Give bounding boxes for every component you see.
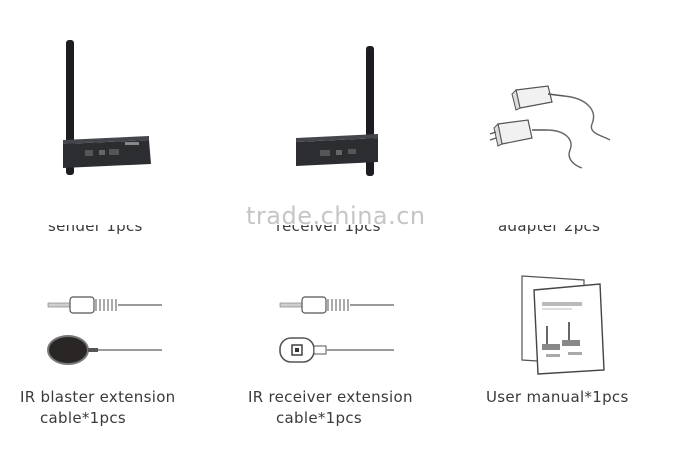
- ir-receiver-cable-image: [279, 296, 394, 363]
- adapter-caption-text: adapter 2pcs: [498, 225, 601, 235]
- adapter-image: [489, 85, 611, 169]
- sender-device-image: [63, 40, 151, 175]
- ir-blaster-cable-image: [47, 296, 162, 365]
- user-manual-image: [521, 275, 605, 375]
- sender-caption: sender 1pcs: [48, 225, 158, 236]
- manual-caption: User manual*1pcs: [486, 388, 629, 406]
- watermark: trade.china.cn: [246, 202, 426, 230]
- ir-receiver-caption-line1: IR receiver extension: [248, 388, 413, 406]
- receiver-caption-text: receiver 1pcs: [276, 225, 381, 235]
- receiver-device-image: [296, 46, 378, 176]
- ir-blaster-caption: IR blaster extension cable*1pcs: [20, 387, 175, 429]
- ir-receiver-caption: IR receiver extension cable*1pcs: [248, 387, 413, 429]
- adapter-caption: adapter 2pcs: [498, 225, 618, 236]
- ir-receiver-caption-line2: cable*1pcs: [276, 409, 362, 427]
- sender-caption-text: sender 1pcs: [48, 225, 143, 235]
- ir-blaster-caption-line2: cable*1pcs: [40, 409, 126, 427]
- receiver-caption: receiver 1pcs: [276, 225, 396, 236]
- ir-blaster-caption-line1: IR blaster extension: [20, 388, 176, 406]
